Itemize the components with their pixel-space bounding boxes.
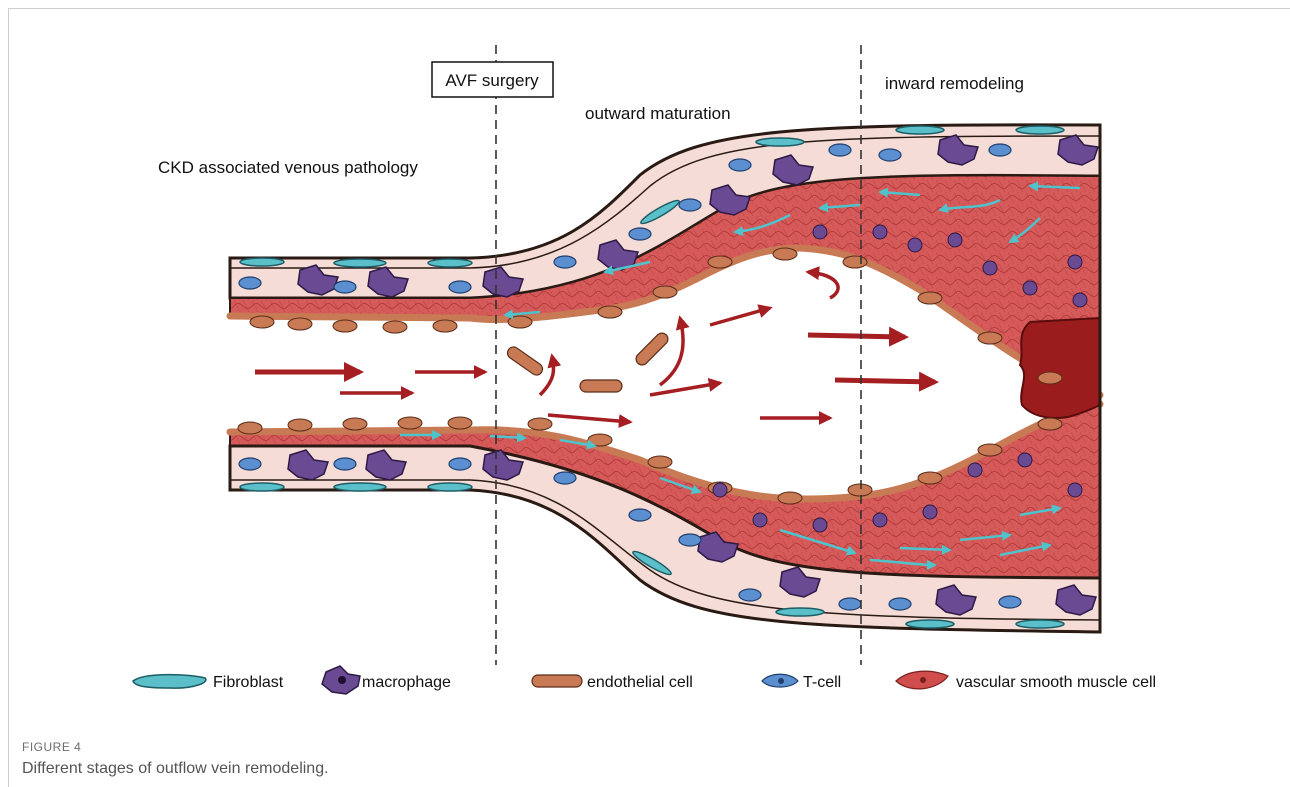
legend-vsmc-label: vascular smooth muscle cell xyxy=(956,674,1156,691)
legend-tcell-label: T-cell xyxy=(803,674,841,691)
legend-macrophage: macrophage xyxy=(322,666,451,694)
ckd-stage-label: CKD associated venous pathology xyxy=(158,158,418,177)
inward-remodeling-label: inward remodeling xyxy=(885,74,1024,93)
avf-surgery-label: AVF surgery xyxy=(445,71,539,90)
outward-maturation-label: outward maturation xyxy=(585,104,731,123)
legend-endothelial: endothelial cell xyxy=(532,674,693,691)
detached-endothelial-cells xyxy=(505,331,670,392)
legend: Fibroblast macrophage endothelial cell T… xyxy=(133,666,1156,694)
legend-fibroblast: Fibroblast xyxy=(133,674,284,691)
thrombus xyxy=(1020,318,1100,418)
figure-caption: Different stages of outflow vein remodel… xyxy=(22,760,329,778)
legend-macrophage-label: macrophage xyxy=(362,674,451,691)
legend-endothelial-label: endothelial cell xyxy=(587,674,693,691)
figure-label: FIGURE 4 xyxy=(22,740,81,754)
legend-tcell: T-cell xyxy=(762,674,841,691)
legend-vsmc: vascular smooth muscle cell xyxy=(896,671,1156,691)
legend-fibroblast-label: Fibroblast xyxy=(213,674,284,691)
